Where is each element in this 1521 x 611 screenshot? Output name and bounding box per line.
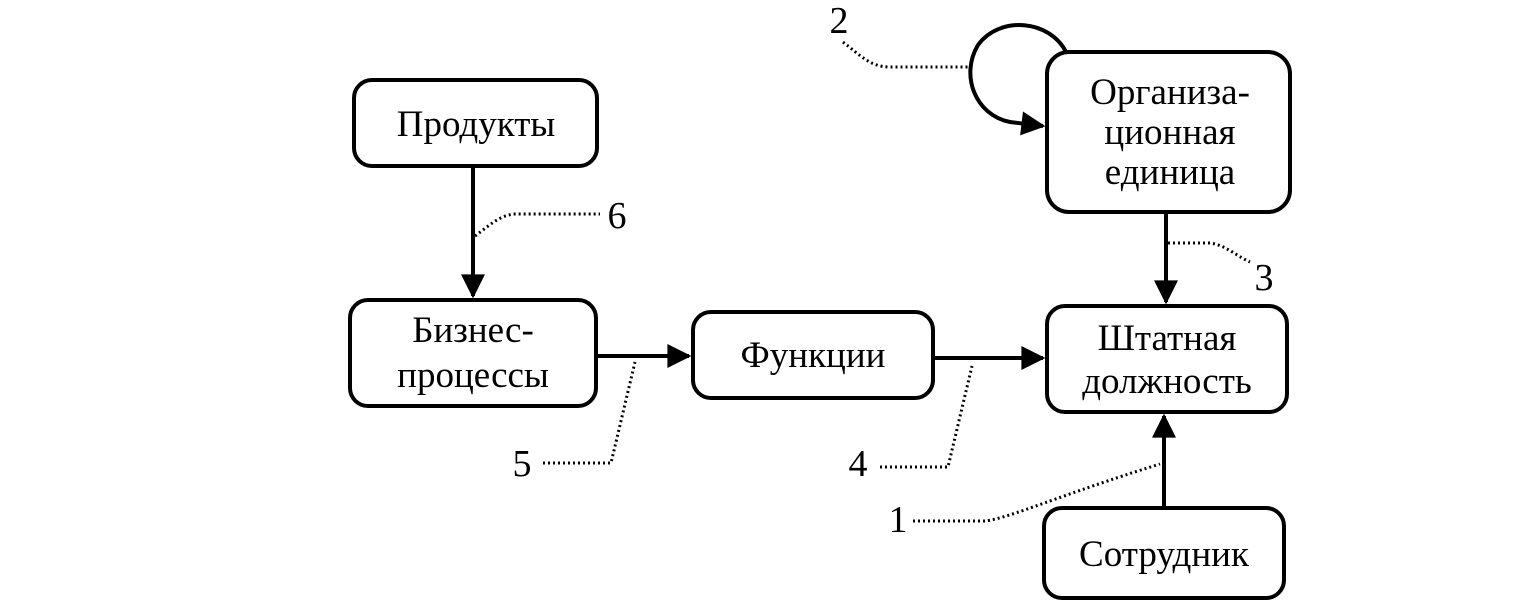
node-position-label-2: должность [1082,361,1252,402]
node-business-processes-label-2: процессы [397,355,549,396]
leader-3 [1168,241,1251,264]
node-org-unit-label-2: ционная [1104,112,1235,153]
node-business-processes: Бизнес- процессы [348,298,598,408]
node-products-label: Продукты [397,104,556,145]
leader-6 [474,212,600,238]
node-org-unit-label-3: единица [1105,152,1235,193]
node-business-processes-label-1: Бизнес- [412,310,534,351]
node-employee: Сотрудник [1042,506,1286,600]
edge-label-2: 2 [830,0,849,42]
edge-label-1: 1 [889,499,908,541]
edge-label-5: 5 [513,443,532,485]
node-org-unit: Организа- ционная единица [1045,50,1292,214]
edge-label-3: 3 [1255,257,1274,299]
node-position-label-1: Штатная [1098,318,1237,359]
node-employee-label: Сотрудник [1079,534,1250,575]
edge-org-unit-self-loop [968,23,1068,136]
node-functions: Функции [691,310,935,400]
node-functions-label: Функции [741,335,886,376]
node-products: Продукты [352,78,599,168]
leader-2 [842,40,968,69]
node-org-unit-label-1: Организа- [1090,72,1250,113]
edge-label-4: 4 [849,443,868,485]
edge-label-6: 6 [608,195,627,237]
node-position: Штатная должность [1045,304,1289,414]
